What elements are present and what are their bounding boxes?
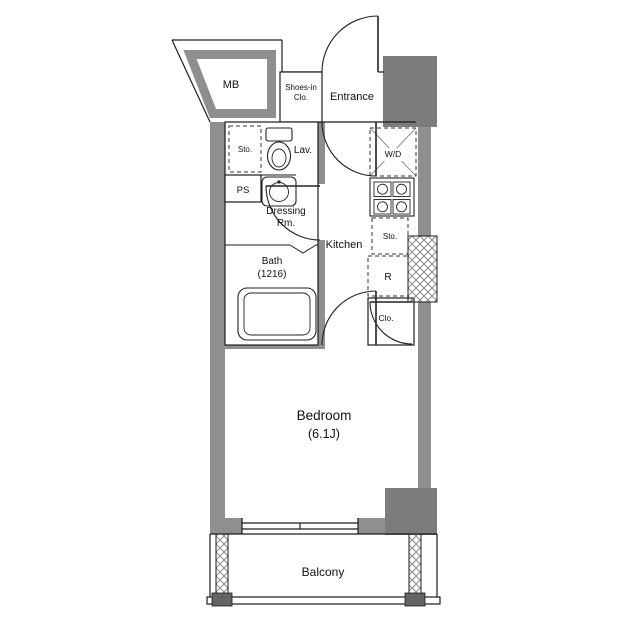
pipe-shaft-hatched: [407, 235, 438, 303]
stove-counter: [369, 177, 415, 217]
label-shoes-closet-2: Clo.: [294, 93, 308, 102]
balcony-structure: [206, 533, 441, 607]
label-kitchen: Kitchen: [326, 239, 363, 251]
label-mb: MB: [223, 79, 240, 91]
washer-dryer-dashed-border: [369, 127, 417, 177]
pipe-space-box: [224, 174, 262, 203]
bottom-right-pillar: [385, 488, 437, 535]
label-washer-dryer: W/D: [385, 149, 402, 159]
equipment-spaces: [228, 125, 417, 297]
storage-kitchen-box: [371, 217, 409, 255]
balcony-divider-foot-right: [404, 592, 426, 607]
dressing-room-door: [265, 185, 321, 241]
label-lavatory: Lav.: [294, 145, 312, 156]
bathtub-inner: [243, 292, 311, 336]
burner-4: [396, 201, 407, 213]
bathtub-outer: [237, 287, 317, 341]
label-storage-kitchen: Sto.: [383, 232, 397, 241]
shoes-closet-room: [279, 71, 323, 123]
right-exterior-wall-upper: [418, 127, 431, 236]
label-dressing-2: Rm.: [277, 218, 295, 229]
bathtub-icon: [237, 287, 317, 341]
label-bedroom-1: Bedroom: [297, 408, 352, 423]
washbasin-faucet: [277, 180, 281, 184]
burner-2: [396, 183, 407, 195]
bottom-wall-right: [358, 518, 388, 534]
balcony-divider-foot-left: [211, 592, 233, 607]
closet-door: [369, 301, 413, 345]
kitchen-partition-wall-upper: [317, 122, 325, 184]
label-closet: Clo.: [378, 313, 393, 323]
toilet-tank: [265, 127, 293, 142]
entrance-door-arc: [321, 15, 379, 73]
label-refrigerator: R: [384, 272, 391, 283]
bath-folding-door: [289, 244, 317, 254]
label-entrance: Entrance: [330, 91, 374, 103]
hall-door: [321, 121, 377, 177]
walls: [210, 122, 431, 534]
bottom-wall-left: [210, 518, 242, 534]
burner-plate-3: [373, 199, 392, 215]
bedroom-door-arc: [321, 290, 377, 346]
burner-plate-1: [373, 181, 392, 197]
burner-1: [377, 183, 388, 195]
outline-diagonal: [171, 39, 211, 123]
meter-box-room: [183, 50, 276, 118]
toilet-bowl-inner: [271, 148, 287, 168]
closet-door-arc: [369, 301, 413, 345]
label-bath-2: (1216): [258, 269, 287, 280]
dressing-door-arc: [265, 185, 321, 241]
balcony-divider-left: [215, 533, 229, 595]
left-exterior-wall: [210, 122, 225, 534]
stove-icon: [369, 177, 415, 217]
balcony-divider-right: [408, 533, 422, 595]
kitchen-partition-wall-lower: [317, 240, 325, 340]
toilet-bowl: [266, 141, 292, 171]
label-shoes-closet-1: Shoes-in: [285, 83, 317, 92]
balcony-window: [241, 518, 359, 534]
washer-dryer-label-bg: [378, 148, 408, 161]
washbasin-icon: [261, 176, 297, 207]
label-balcony: Balcony: [302, 565, 345, 579]
label-bedroom-2: (6.1J): [308, 427, 340, 441]
burner-3: [377, 201, 388, 213]
burner-plate-4: [392, 199, 411, 215]
wet-area-dividers: [224, 174, 318, 254]
entrance-door: [321, 15, 379, 73]
toilet-icon: [265, 127, 293, 171]
labels: MB Shoes-in Clo. Entrance Sto. Lav. PS D…: [223, 79, 402, 579]
right-exterior-wall-lower: [418, 302, 431, 488]
washer-dryer-space: [369, 127, 417, 177]
label-dressing-1: Dressing: [266, 206, 305, 217]
storage-upper-box: [228, 125, 262, 173]
label-storage-upper: Sto.: [238, 145, 252, 154]
label-bath-1: Bath: [262, 256, 283, 267]
burner-plate-2: [392, 181, 411, 197]
hall-door-arc: [321, 121, 377, 177]
label-pipe-space: PS: [237, 185, 250, 196]
bedroom-door: [321, 290, 377, 346]
washbasin-counter: [261, 176, 297, 207]
top-right-pillar: [383, 56, 437, 127]
balcony-railing: [206, 596, 441, 605]
pillars: [383, 56, 437, 535]
